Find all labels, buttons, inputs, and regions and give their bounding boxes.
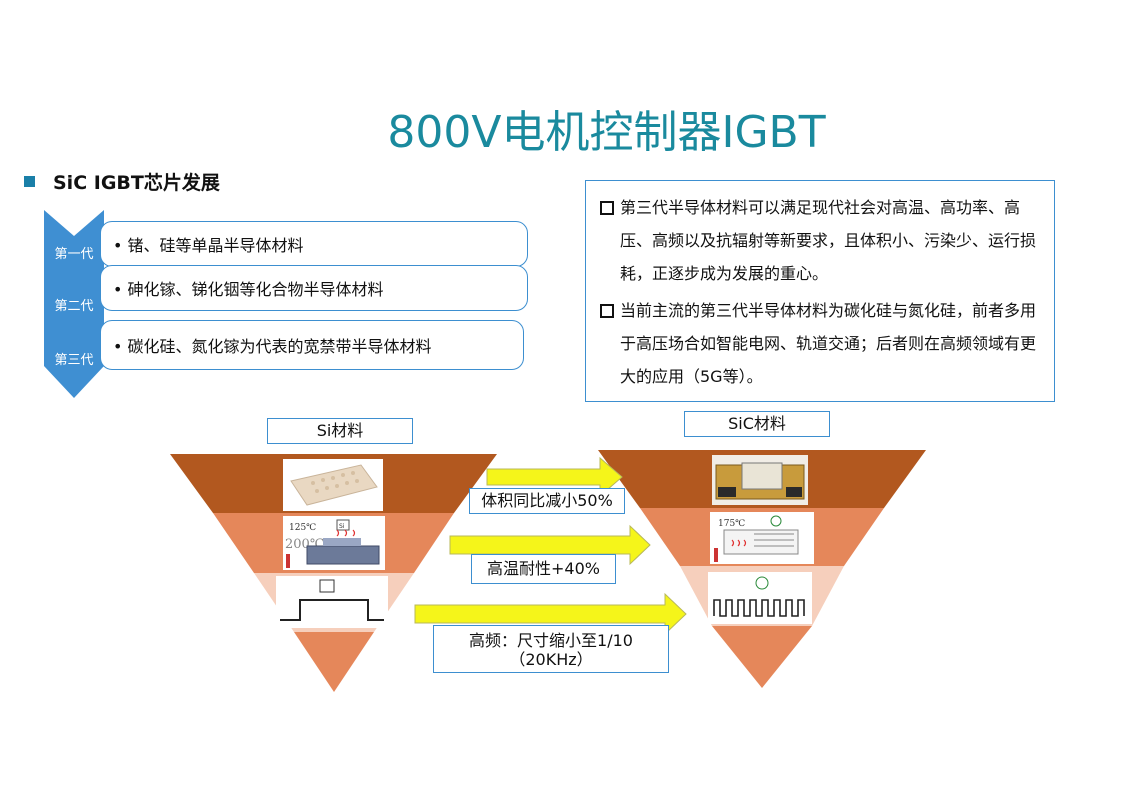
info-paragraph-2: 当前主流的第三代半导体材料为碳化硅与氮化硅，前者多用于高压场合如智能电网、轨道交…	[600, 294, 1040, 393]
generation-text-1: • 锗、硅等单晶半导体材料	[113, 236, 304, 255]
sic-temp-text: 175℃	[718, 519, 745, 529]
sic-module-image	[712, 455, 808, 505]
si-square-wave-icon	[280, 579, 384, 621]
frequency-callout-line1: 高频：尺寸缩小至1/10	[469, 631, 633, 650]
generation-box-3: • 碳化硅、氮化镓为代表的宽禁带半导体材料	[100, 320, 524, 370]
si-module-image	[283, 459, 383, 511]
bullet-square-icon	[24, 176, 35, 187]
volume-callout: 体积同比减小50%	[469, 488, 625, 514]
sic-high-frequency-wave-icon	[713, 576, 805, 617]
generation-box-1: • 锗、硅等单晶半导体材料	[100, 221, 528, 267]
sic-material-label: SiC材料	[684, 411, 830, 437]
sic-frequency-image	[708, 572, 812, 624]
volume-callout-text: 体积同比减小50%	[481, 491, 613, 510]
temperature-callout-text: 高温耐性+40%	[487, 559, 600, 578]
sic-thermal-image: 175℃	[710, 512, 814, 564]
si-thermal-icon: 125℃ 200℃ Si	[285, 519, 380, 568]
si-thermal-image: 125℃ 200℃ Si	[283, 516, 385, 570]
page-title: 800V电机控制器IGBT	[387, 107, 826, 158]
frequency-callout: 高频：尺寸缩小至1/10 （20KHz）	[433, 625, 669, 673]
temperature-callout: 高温耐性+40%	[471, 554, 616, 584]
generation-arrow-shape	[44, 210, 104, 398]
gen-label-2: 第二代	[54, 299, 94, 314]
si-band-tip	[294, 632, 374, 692]
section-heading-text: SiC IGBT芯片发展	[53, 172, 220, 194]
checkbox-bullet-icon	[600, 201, 614, 215]
checkbox-bullet-icon	[600, 304, 614, 318]
info-paragraph-2-text: 当前主流的第三代半导体材料为碳化硅与氮化硅，前者多用于高压场合如智能电网、轨道交…	[620, 301, 1037, 386]
si-frequency-image	[276, 576, 388, 628]
gen-label-1: 第一代	[54, 247, 94, 262]
si-chip-text: Si	[339, 523, 345, 530]
section-heading: SiC IGBT芯片发展	[24, 168, 220, 195]
generation-text-3: • 碳化硅、氮化镓为代表的宽禁带半导体材料	[113, 337, 432, 356]
gen-label-3: 第三代	[54, 353, 94, 368]
generation-arrow	[44, 210, 104, 398]
info-box: 第三代半导体材料可以满足现代社会对高温、高功率、高压、高频以及抗辐射等新要求，且…	[585, 180, 1055, 402]
si-module-icon	[290, 464, 378, 506]
sic-thermal-icon: 175℃	[714, 515, 799, 562]
generation-box-2: • 砷化镓、锑化铟等化合物半导体材料	[100, 265, 528, 311]
si-temp-text: 125℃	[289, 523, 316, 533]
info-paragraph-1-text: 第三代半导体材料可以满足现代社会对高温、高功率、高压、高频以及抗辐射等新要求，且…	[620, 198, 1037, 283]
sic-band-tip	[712, 626, 812, 688]
si-material-label: Si材料	[267, 418, 413, 444]
generation-text-2: • 砷化镓、锑化铟等化合物半导体材料	[113, 280, 384, 299]
frequency-callout-line2: （20KHz）	[509, 650, 593, 669]
sic-module-icon	[712, 455, 808, 505]
info-paragraph-1: 第三代半导体材料可以满足现代社会对高温、高功率、高压、高频以及抗辐射等新要求，且…	[600, 191, 1040, 290]
